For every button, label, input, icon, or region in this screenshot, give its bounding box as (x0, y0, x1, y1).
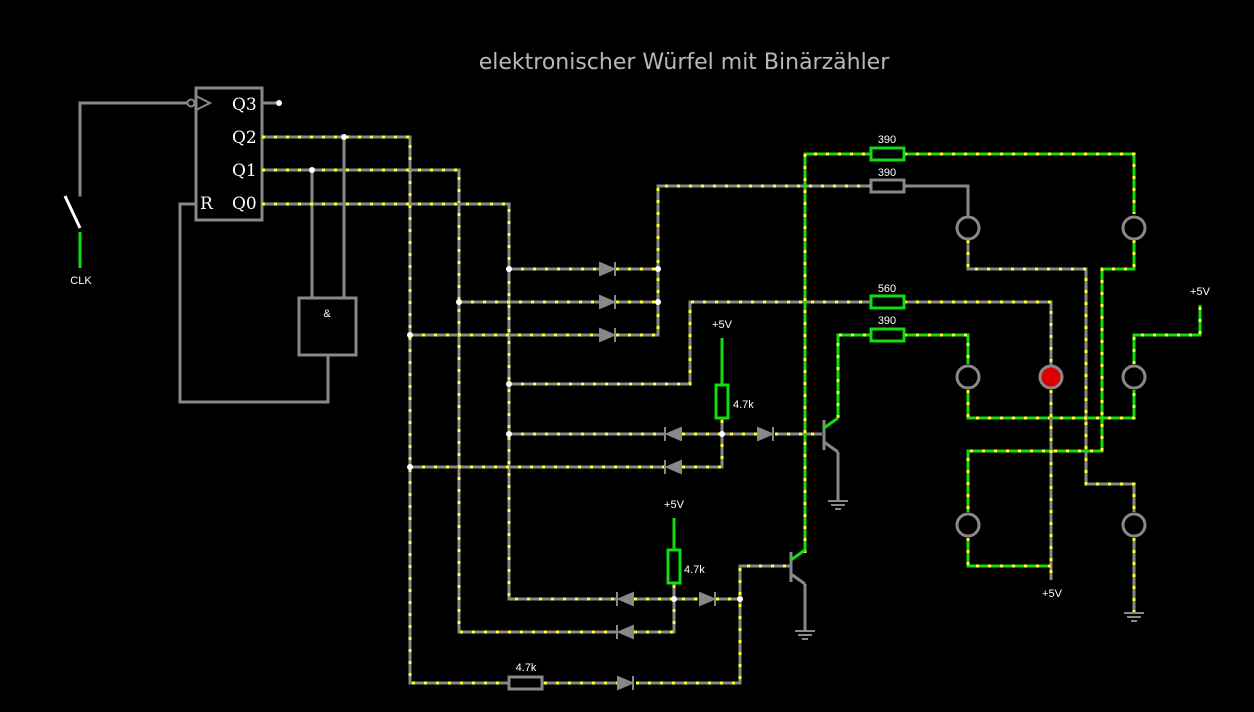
clock-switch[interactable]: CLK (63, 101, 190, 287)
pin-q0: Q0 (232, 194, 257, 214)
diode-group (599, 261, 775, 691)
diode-d2[interactable] (599, 294, 617, 310)
led-center-lit[interactable] (1038, 364, 1064, 390)
resistor-r3[interactable]: 560 (869, 283, 906, 310)
supply-label-1: +5V (712, 319, 733, 331)
diode-d9[interactable] (699, 591, 717, 607)
bus-wires (262, 135, 870, 685)
ground-icon-1 (828, 500, 848, 510)
diode-d3[interactable] (599, 327, 617, 343)
diode-d4[interactable] (664, 426, 682, 442)
binary-counter[interactable]: Q3 Q2 Q1 Q0 R (186, 86, 283, 222)
resistor-r3-value: 560 (878, 283, 896, 295)
and-gate[interactable]: & (297, 135, 358, 357)
transistor-q1[interactable] (822, 416, 840, 500)
led-1[interactable] (955, 215, 981, 241)
supply-label-2: +5V (664, 499, 685, 511)
supply-label-4: +5V (1042, 588, 1063, 600)
q3-terminal (276, 100, 282, 106)
resistor-r6[interactable]: 4.7k (666, 518, 705, 585)
resistor-r4-value: 390 (878, 315, 896, 327)
resistor-r1[interactable]: 390 (869, 134, 906, 162)
circuit-title: elektronischer Würfel mit Binärzähler (479, 50, 891, 75)
ground-icon-3 (1124, 612, 1144, 622)
resistor-r1-value: 390 (878, 134, 896, 146)
and-gate-label: & (323, 308, 331, 320)
and-gate-body[interactable] (297, 296, 358, 357)
resistor-r7-value: 4.7k (516, 662, 537, 674)
reset-wire (178, 202, 330, 404)
diode-d7[interactable] (616, 591, 634, 607)
resistor-r4[interactable]: 390 (869, 315, 906, 343)
junction-nodes (309, 134, 743, 602)
resistor-r6-value: 4.7k (684, 564, 705, 576)
resistor-r2-value: 390 (878, 167, 896, 179)
supply-label-3: +5V (1190, 286, 1211, 298)
diode-d1[interactable] (599, 261, 617, 277)
led-3[interactable] (955, 364, 981, 390)
clk-label: CLK (70, 275, 92, 287)
led-2[interactable] (1121, 215, 1147, 241)
counter-body[interactable] (194, 86, 264, 222)
pin-reset: R (200, 194, 214, 214)
led-6[interactable] (1121, 512, 1147, 538)
ground-icon-2 (795, 630, 815, 640)
resistor-r5-value: 4.7k (733, 399, 754, 411)
pin-q3: Q3 (232, 95, 257, 115)
diode-d5[interactable] (664, 459, 682, 475)
led-4[interactable] (1121, 364, 1147, 390)
resistor-r7[interactable]: 4.7k (507, 662, 544, 691)
clock-inversion-bubble (186, 98, 196, 108)
transistor-q2[interactable] (789, 548, 807, 630)
diode-d6[interactable] (757, 426, 775, 442)
diode-d10[interactable] (617, 675, 635, 691)
led-network (803, 152, 1202, 612)
clock-input-icon (195, 95, 213, 111)
diode-d8[interactable] (616, 624, 634, 640)
pin-q2: Q2 (232, 128, 257, 148)
switch-lever[interactable] (63, 195, 82, 229)
resistor-r5[interactable]: 4.7k (714, 338, 754, 420)
led-5[interactable] (955, 512, 981, 538)
led-array (955, 215, 1147, 538)
resistor-r2[interactable]: 390 (869, 167, 906, 194)
pin-q1: Q1 (232, 161, 257, 181)
